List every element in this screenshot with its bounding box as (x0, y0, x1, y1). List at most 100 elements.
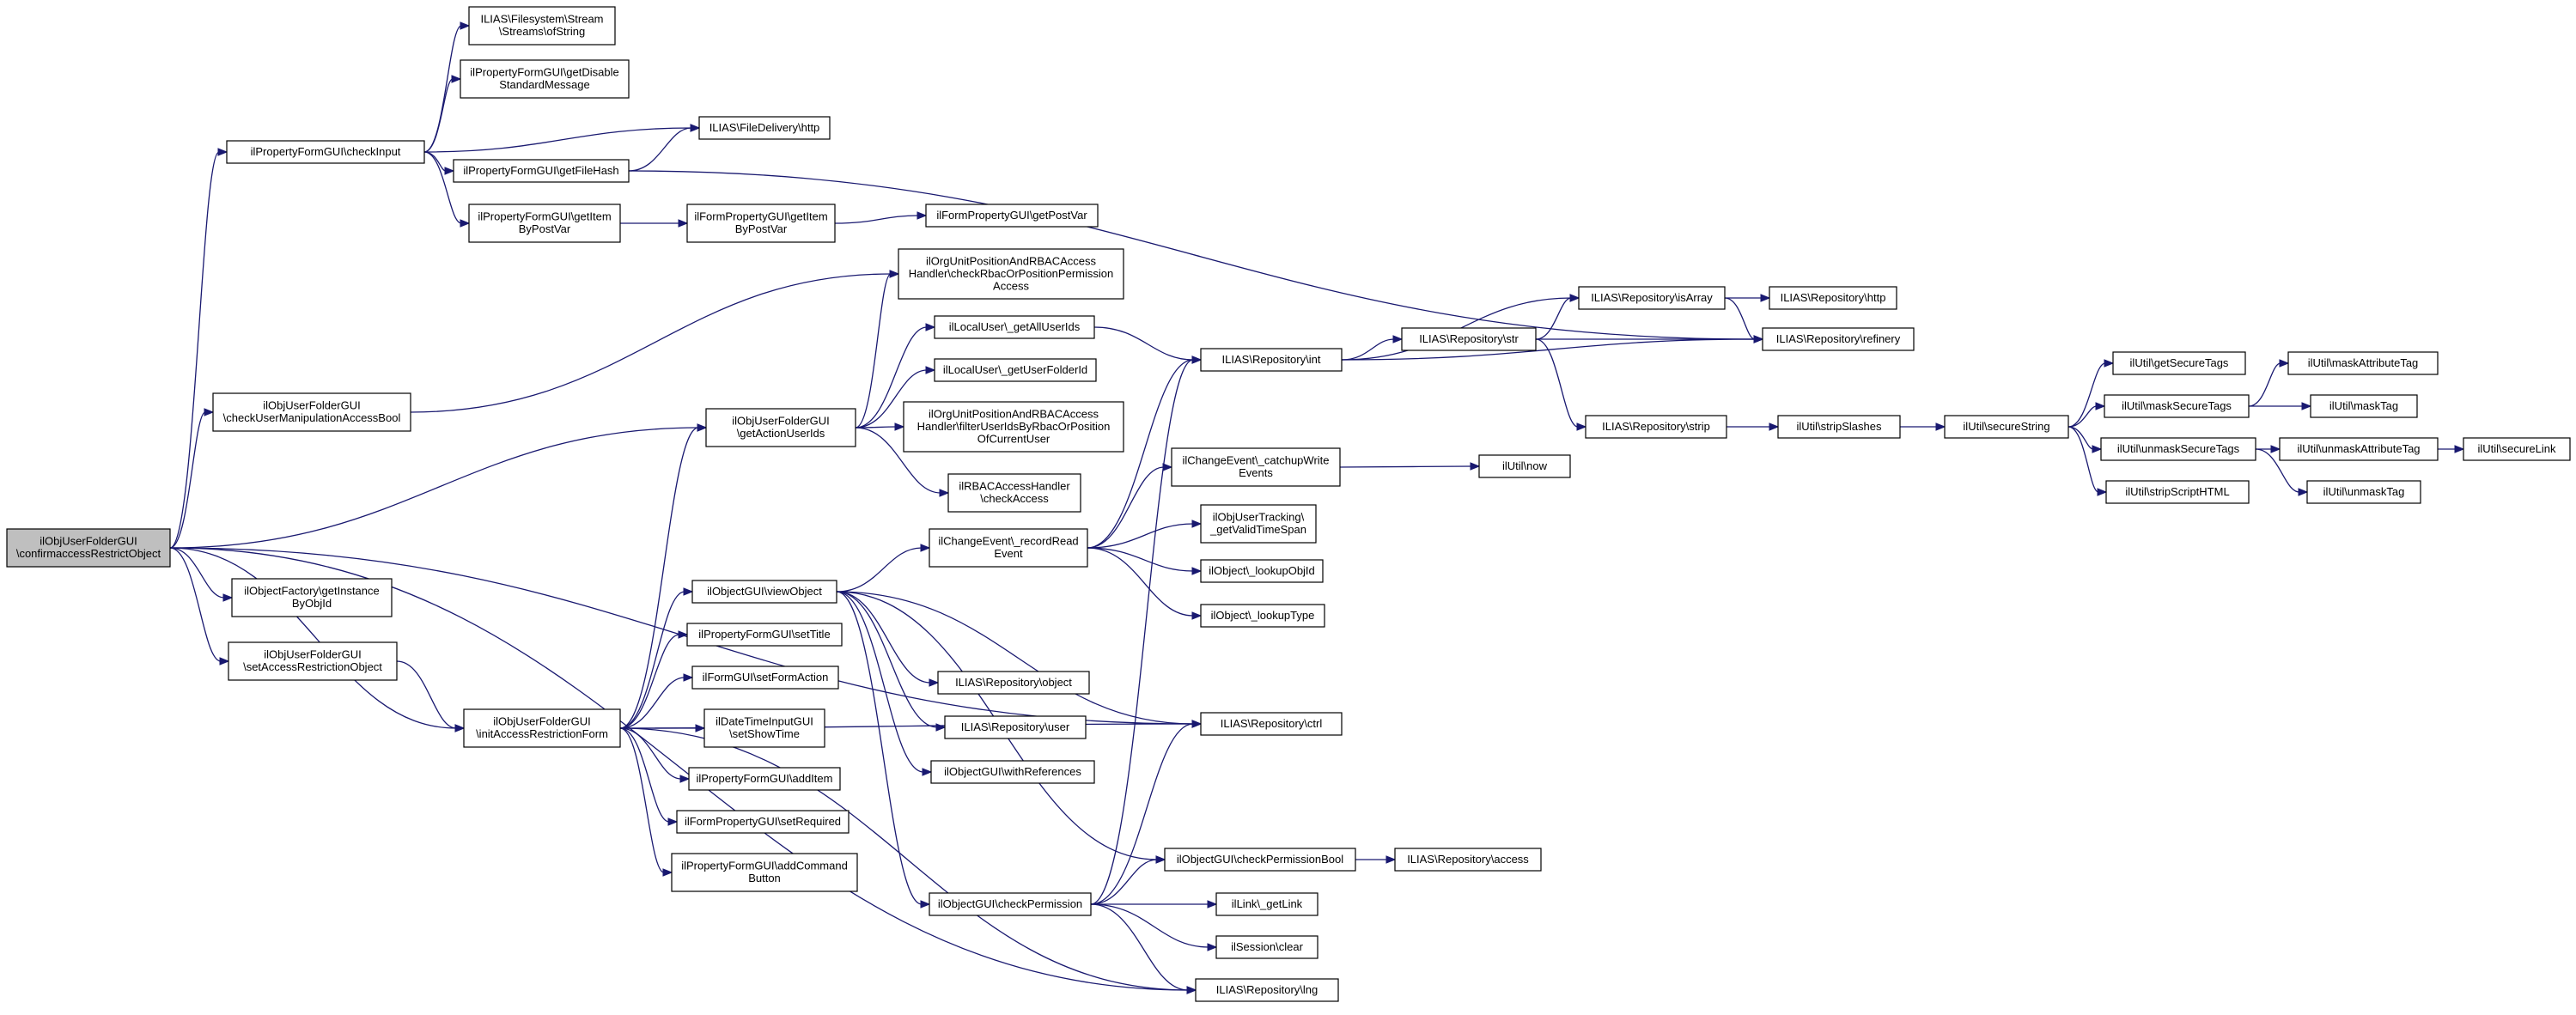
node-maskSecureTags[interactable]: ilUtil\maskSecureTags (2104, 394, 2250, 418)
node-getAllUserIds[interactable]: ilLocalUser\_getAllUserIds (934, 315, 1095, 339)
arrowhead-icon (1753, 335, 1764, 343)
edge-line (1093, 326, 1194, 361)
node-label: \setShowTime (729, 727, 800, 740)
arrowhead-icon (2097, 488, 2108, 496)
node-setTitle[interactable]: ilPropertyFormGUI\setTitle (686, 623, 843, 647)
node-repoStr[interactable]: ILIAS\Repository\str (1401, 327, 1537, 351)
node-unmaskSecureTags[interactable]: ilUtil\unmaskSecureTags (2100, 437, 2256, 461)
node-filterUserIds[interactable]: ilOrgUnitPositionAndRBACAccessHandler\fi… (903, 401, 1124, 453)
arrowhead-icon (2095, 402, 2106, 410)
node-viewObject[interactable]: ilObjectGUI\viewObject (691, 580, 837, 604)
edge-initAccessRestrictionForm-to-getActionUserIds (619, 423, 708, 729)
node-box (934, 358, 1097, 382)
node-label: ilFormGUI\setFormAction (703, 671, 829, 684)
node-label: ilObject\_lookupObjId (1209, 564, 1315, 577)
node-streamOfString[interactable]: ILIAS\Filesystem\Stream\Streams\ofString (468, 6, 616, 46)
node-repoIsArray[interactable]: ILIAS\Repository\isArray (1578, 286, 1726, 310)
edge-viewObject-to-checkPermission (836, 591, 931, 909)
arrowhead-icon (920, 900, 931, 909)
node-unmaskTag[interactable]: ilUtil\unmaskTag (2306, 480, 2421, 504)
edge-viewObject-to-withReferences (836, 591, 933, 776)
node-addItem[interactable]: ilPropertyFormGUI\addItem (688, 767, 841, 791)
node-repoStrip[interactable]: ILIAS\Repository\strip (1585, 415, 1727, 439)
edge-line (2067, 362, 2106, 428)
node-lookupObjId[interactable]: ilObject\_lookupObjId (1200, 559, 1324, 583)
edge-line (619, 727, 670, 823)
node-getActionUserIds[interactable]: ilObjUserFolderGUI\getActionUserIds (705, 408, 856, 447)
arrowhead-icon (697, 423, 708, 432)
node-setShowTime[interactable]: ilDateTimeInputGUI\setShowTime (703, 708, 825, 748)
node-checkUserManip[interactable]: ilObjUserFolderGUI\checkUserManipulation… (212, 392, 411, 432)
node-box (898, 248, 1124, 300)
node-label: ILIAS\Repository\ctrl (1221, 717, 1323, 730)
edge-line (834, 215, 919, 224)
node-secureString[interactable]: ilUtil\secureString (1944, 415, 2069, 439)
node-box (691, 666, 839, 690)
edge-line (619, 427, 699, 729)
edge-getActionUserIds-to-rbacCheckAccess (855, 427, 950, 497)
node-label: ilLocalUser\_getAllUserIds (949, 320, 1081, 333)
arrowhead-icon (925, 323, 936, 331)
node-root[interactable]: ilObjUserFolderGUI\confirmaccessRestrict… (6, 528, 171, 568)
node-checkInput[interactable]: ilPropertyFormGUI\checkInput (226, 140, 425, 164)
node-box (2112, 351, 2246, 375)
arrowhead-icon (219, 657, 230, 666)
node-maskAttributeTag[interactable]: ilUtil\maskAttributeTag (2287, 351, 2439, 375)
node-initAccessRestrictionForm[interactable]: ilObjUserFolderGUI\initAccessRestriction… (463, 708, 621, 748)
node-repoAccess[interactable]: ILIAS\Repository\access (1394, 848, 1542, 872)
node-getPostVar[interactable]: ilFormPropertyGUI\getPostVar (925, 204, 1099, 228)
node-checkPermissionBool[interactable]: ilObjectGUI\checkPermissionBool (1164, 848, 1356, 872)
node-setRequired[interactable]: ilFormPropertyGUI\setRequired (676, 810, 850, 834)
edge-line (855, 326, 928, 428)
node-fileDeliveryHttp[interactable]: ILIAS\FileDelivery\http (698, 116, 831, 140)
node-label: ilObjUserTracking\ (1213, 511, 1305, 524)
edge-checkPermission-to-repoLng (1090, 903, 1197, 994)
node-lookupType[interactable]: ilObject\_lookupType (1200, 604, 1325, 628)
node-rbacCheckAccess[interactable]: ilRBACAccessHandler\checkAccess (947, 473, 1081, 513)
node-unmaskAttributeTag[interactable]: ilUtil\unmaskAttributeTag (2279, 437, 2439, 461)
arrowhead-icon (2298, 488, 2309, 496)
node-repoRefinery[interactable]: ILIAS\Repository\refinery (1762, 327, 1915, 351)
node-stripScriptHTML[interactable]: ilUtil\stripScriptHTML (2105, 480, 2250, 504)
arrowhead-icon (662, 868, 673, 877)
node-box (2287, 351, 2439, 375)
node-secureLink[interactable]: ilUtil\secureLink (2463, 437, 2571, 461)
node-checkPermission[interactable]: ilObjectGUI\checkPermission (929, 892, 1092, 916)
edge-maskSecureTags-to-maskTag (2249, 402, 2312, 410)
node-setFormAction[interactable]: ilFormGUI\setFormAction (691, 666, 839, 690)
node-getDisable[interactable]: ilPropertyFormGUI\getDisableStandardMess… (460, 59, 630, 99)
node-repoUser[interactable]: ILIAS\Repository\user (944, 715, 1087, 739)
edge-line (836, 591, 1194, 725)
node-getSecureTags[interactable]: ilUtil\getSecureTags (2112, 351, 2246, 375)
node-sessionClear[interactable]: ilSession\clear (1215, 935, 1318, 959)
node-getValidTimeSpan[interactable]: ilObjUserTracking\_getValidTimeSpan (1200, 504, 1317, 544)
node-box (937, 671, 1090, 695)
node-getLink[interactable]: ilLink\_getLink (1215, 892, 1318, 916)
node-repoInt[interactable]: ILIAS\Repository\int (1200, 348, 1343, 372)
node-label: ILIAS\Repository\access (1407, 853, 1529, 866)
node-repoHttp[interactable]: ILIAS\Repository\http (1769, 286, 1897, 310)
node-checkRbac[interactable]: ilOrgUnitPositionAndRBACAccessHandler\ch… (898, 248, 1124, 300)
node-withReferences[interactable]: ilObjectGUI\withReferences (930, 760, 1095, 784)
node-stripSlashes[interactable]: ilUtil\stripSlashes (1777, 415, 1901, 439)
arrowhead-icon (678, 630, 689, 639)
node-maskTag[interactable]: ilUtil\maskTag (2310, 394, 2418, 418)
node-getFileHash[interactable]: ilPropertyFormGUI\getFileHash (453, 159, 630, 183)
edge-recordReadEvent-to-lookupType (1087, 547, 1203, 620)
node-repoCtrl[interactable]: ILIAS\Repository\ctrl (1200, 712, 1343, 736)
node-repoLng[interactable]: ILIAS\Repository\lng (1195, 978, 1339, 1002)
arrowhead-icon (683, 673, 694, 682)
edge-secureString-to-maskSecureTags (2067, 402, 2106, 428)
node-setAccessRestriction[interactable]: ilObjUserFolderGUI\setAccessRestrictionO… (228, 641, 398, 681)
node-getUserFolderId[interactable]: ilLocalUser\_getUserFolderId (934, 358, 1097, 382)
node-label: Access (993, 279, 1029, 292)
node-repoObject[interactable]: ILIAS\Repository\object (937, 671, 1090, 695)
node-now[interactable]: ilUtil\now (1478, 454, 1571, 478)
arrowhead-icon (444, 167, 455, 175)
